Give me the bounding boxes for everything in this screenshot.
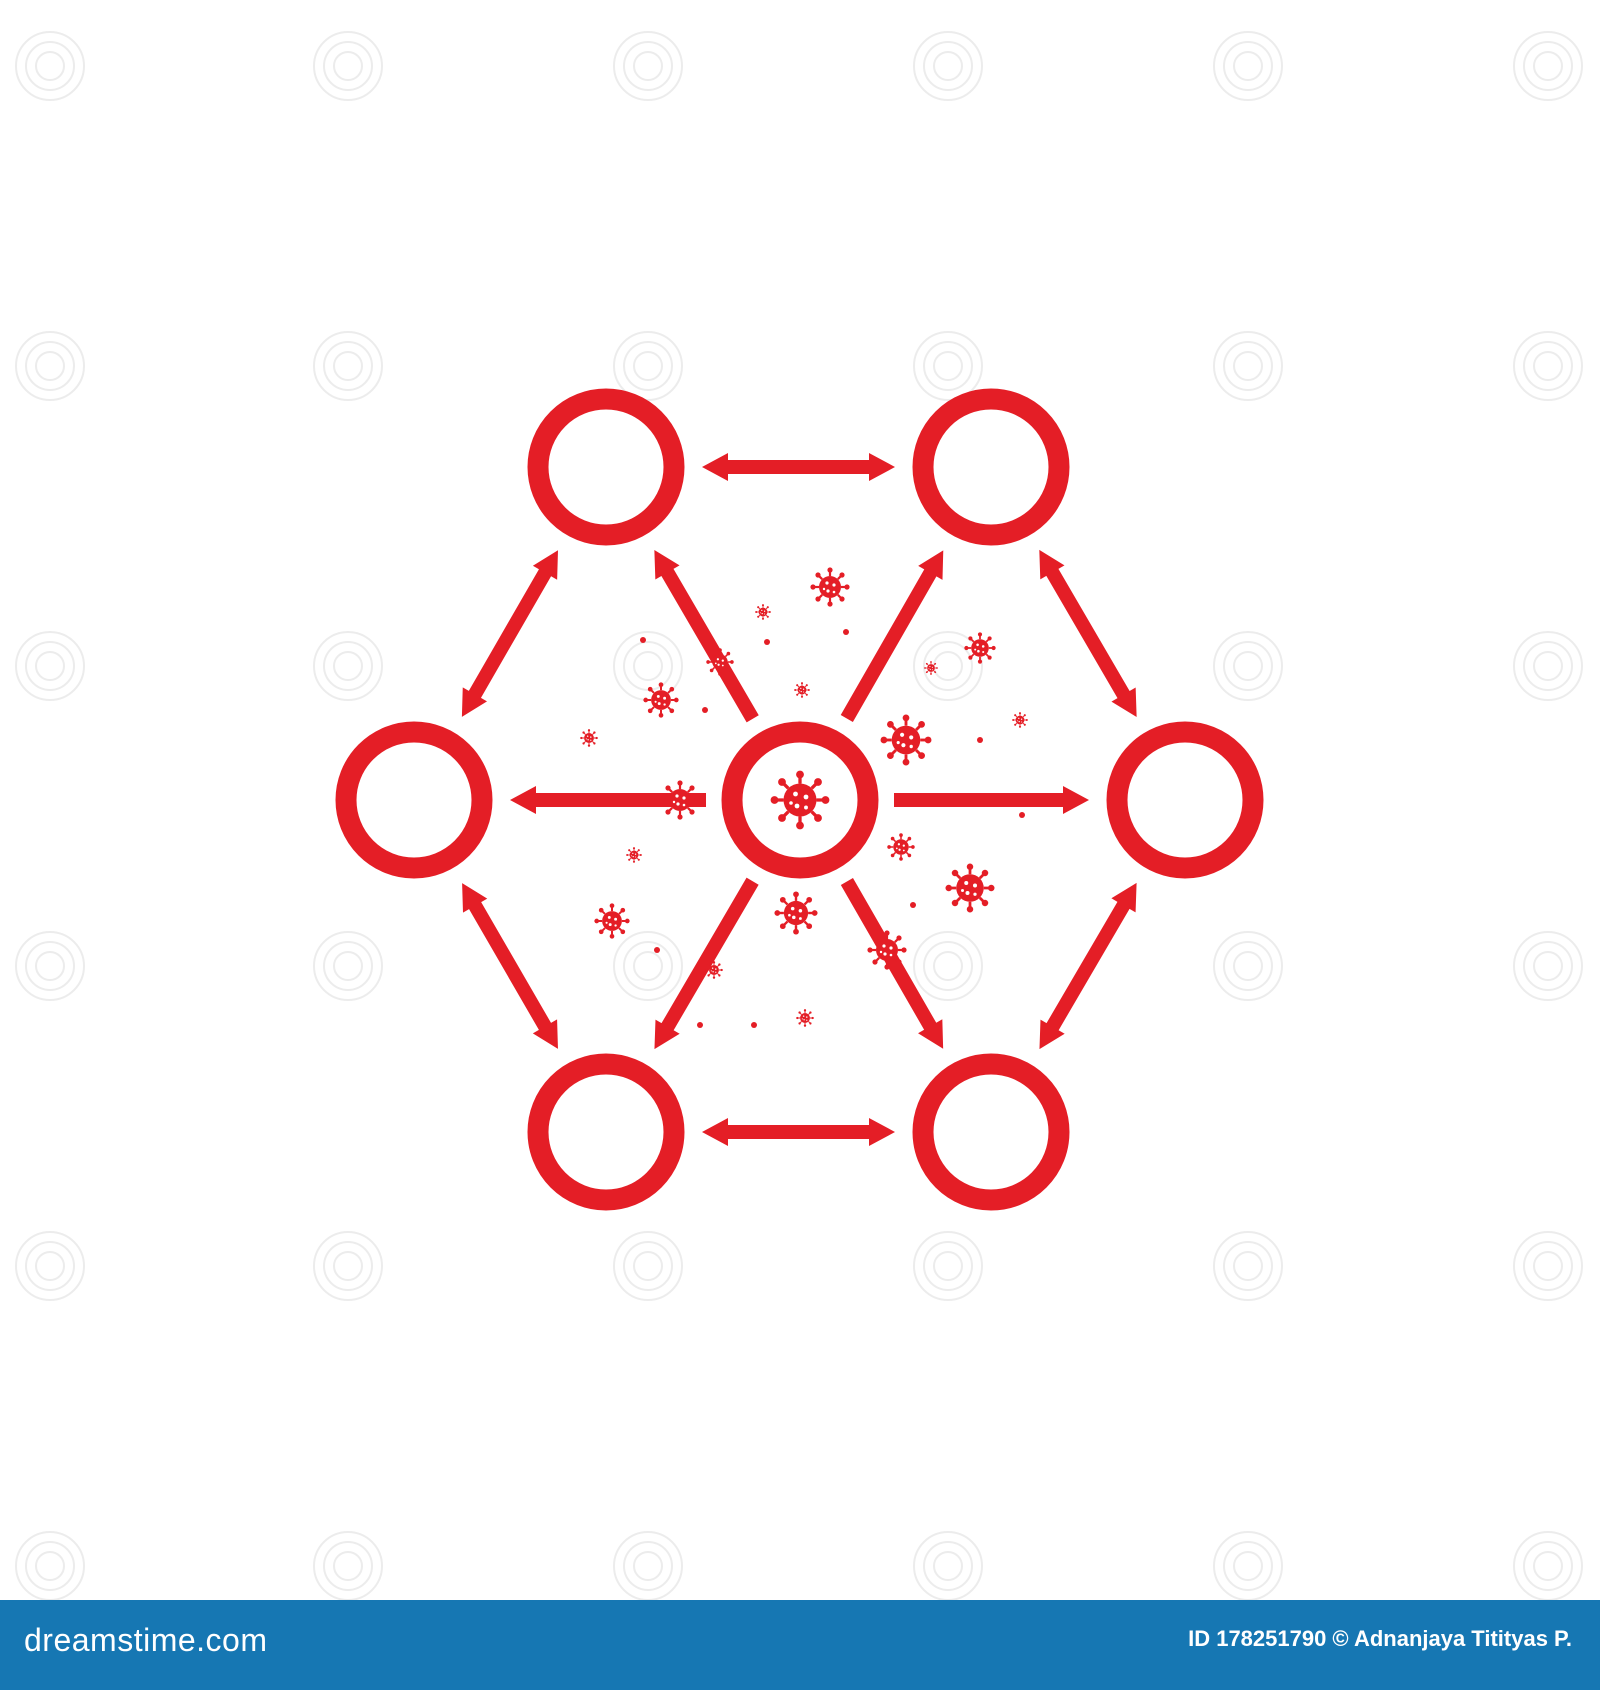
droplet-dot	[843, 629, 849, 635]
node-ring	[912, 388, 1070, 546]
virus-icon	[810, 567, 850, 607]
arrow-center-to-left	[510, 786, 706, 814]
node-bottom-left	[527, 1053, 685, 1211]
arrow-center-to-top-right	[840, 550, 944, 722]
arrow-bottom-left-to-bottom-right	[702, 1118, 895, 1146]
arrow-center-to-right	[894, 786, 1089, 814]
node-top-right	[912, 388, 1070, 546]
arrow-center-to-bottom-right	[840, 878, 944, 1049]
node-ring	[527, 388, 685, 546]
arrow-right-to-bottom-right	[1039, 882, 1137, 1050]
virus-icon	[794, 682, 810, 698]
virus-icon	[880, 714, 932, 766]
node-right	[1106, 721, 1264, 879]
droplet-dot	[702, 707, 708, 713]
virus-icon	[594, 903, 630, 939]
image-credit: ID 178251790 © Adnanjaya Titityas P.	[1188, 1626, 1572, 1651]
droplet-dot	[910, 902, 916, 908]
virus-icon	[964, 632, 996, 664]
droplet-dot	[751, 1022, 757, 1028]
node-ring	[335, 721, 493, 879]
arrow-top-right-to-right	[1039, 549, 1137, 718]
node-ring	[527, 1053, 685, 1211]
virus-icon	[626, 847, 642, 863]
virus-icon	[945, 863, 995, 913]
droplet-dot	[697, 1022, 703, 1028]
virus-icon	[924, 661, 938, 675]
virus-icon	[755, 604, 771, 620]
droplet-dot	[640, 637, 646, 643]
arrow-top-left-to-left	[461, 550, 558, 717]
virus-icon	[705, 961, 723, 979]
droplet-dot	[764, 639, 770, 645]
virus-icon	[796, 1009, 814, 1027]
node-left	[335, 721, 493, 879]
brand-logo[interactable]: dreamstime.com	[24, 1622, 268, 1658]
arrow-center-to-top-left	[654, 549, 759, 723]
node-ring	[912, 1053, 1070, 1211]
arrow-center-to-bottom-left	[654, 877, 759, 1050]
droplet-dot	[977, 737, 983, 743]
virus-icon	[887, 833, 915, 861]
virus-particles	[580, 567, 1028, 1028]
virus-icon	[706, 648, 734, 676]
footer-bar: dreamstime.com ID 178251790 © Adnanjaya …	[0, 1600, 1600, 1690]
node-top-left	[527, 388, 685, 546]
virus-icon	[774, 891, 818, 935]
virus-icon	[643, 682, 679, 718]
node-ring	[1106, 721, 1264, 879]
nodes-layer	[335, 388, 1264, 1211]
arrow-top-left-to-top-right	[702, 453, 895, 481]
node-bottom-right	[912, 1053, 1070, 1211]
virus-icon	[660, 780, 700, 820]
droplet-dot	[654, 947, 660, 953]
virus-icon	[1012, 712, 1028, 728]
virus-icon	[770, 770, 830, 830]
network-diagram	[335, 388, 1264, 1211]
arrow-left-to-bottom-left	[462, 883, 558, 1049]
virus-icon	[867, 930, 907, 970]
edges-layer	[461, 453, 1137, 1146]
virus-icon	[580, 729, 598, 747]
droplet-dot	[1019, 812, 1025, 818]
node-center	[721, 721, 879, 879]
